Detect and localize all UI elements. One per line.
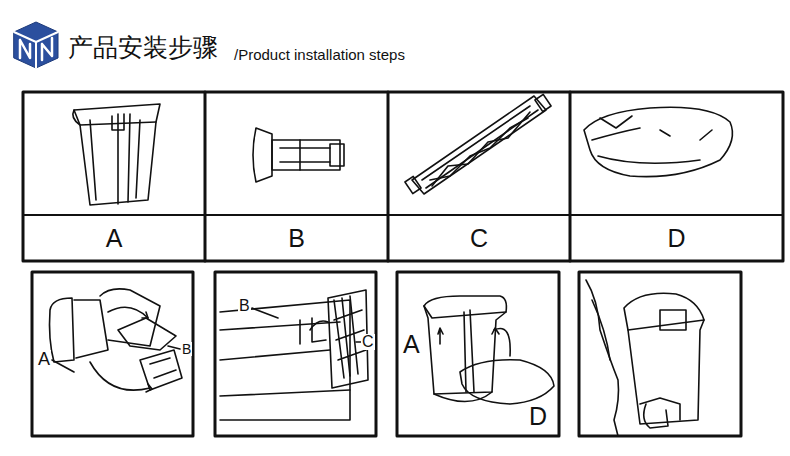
part-letter: C xyxy=(470,226,488,251)
logo xyxy=(14,22,58,68)
part-letter-cell: D xyxy=(572,217,781,259)
pedal-part xyxy=(253,128,344,182)
part-label: A xyxy=(37,350,51,368)
lid-part xyxy=(584,107,732,176)
bucket-part xyxy=(73,104,160,205)
step4-sketch xyxy=(586,280,704,436)
part-letter: D xyxy=(667,226,685,251)
parts-table xyxy=(23,92,783,261)
part-letter-cell: A xyxy=(25,217,203,259)
rod-part xyxy=(405,94,551,194)
part-label: A xyxy=(402,332,421,357)
step3-sketch xyxy=(424,296,554,404)
part-label: D xyxy=(528,404,548,429)
step2-sketch xyxy=(220,290,368,420)
step-panels xyxy=(32,272,741,436)
part-label: B xyxy=(181,342,192,356)
part-label: C xyxy=(361,334,375,350)
part-label: B xyxy=(238,298,251,314)
title: 产品安装步骤 xyxy=(68,35,218,60)
step1-sketch xyxy=(50,289,183,392)
part-letter: B xyxy=(288,226,305,251)
part-letter-cell: B xyxy=(207,217,386,259)
part-letter: A xyxy=(106,226,123,251)
part-letter-cell: C xyxy=(390,217,568,259)
subtitle: /Product installation steps xyxy=(234,47,405,62)
